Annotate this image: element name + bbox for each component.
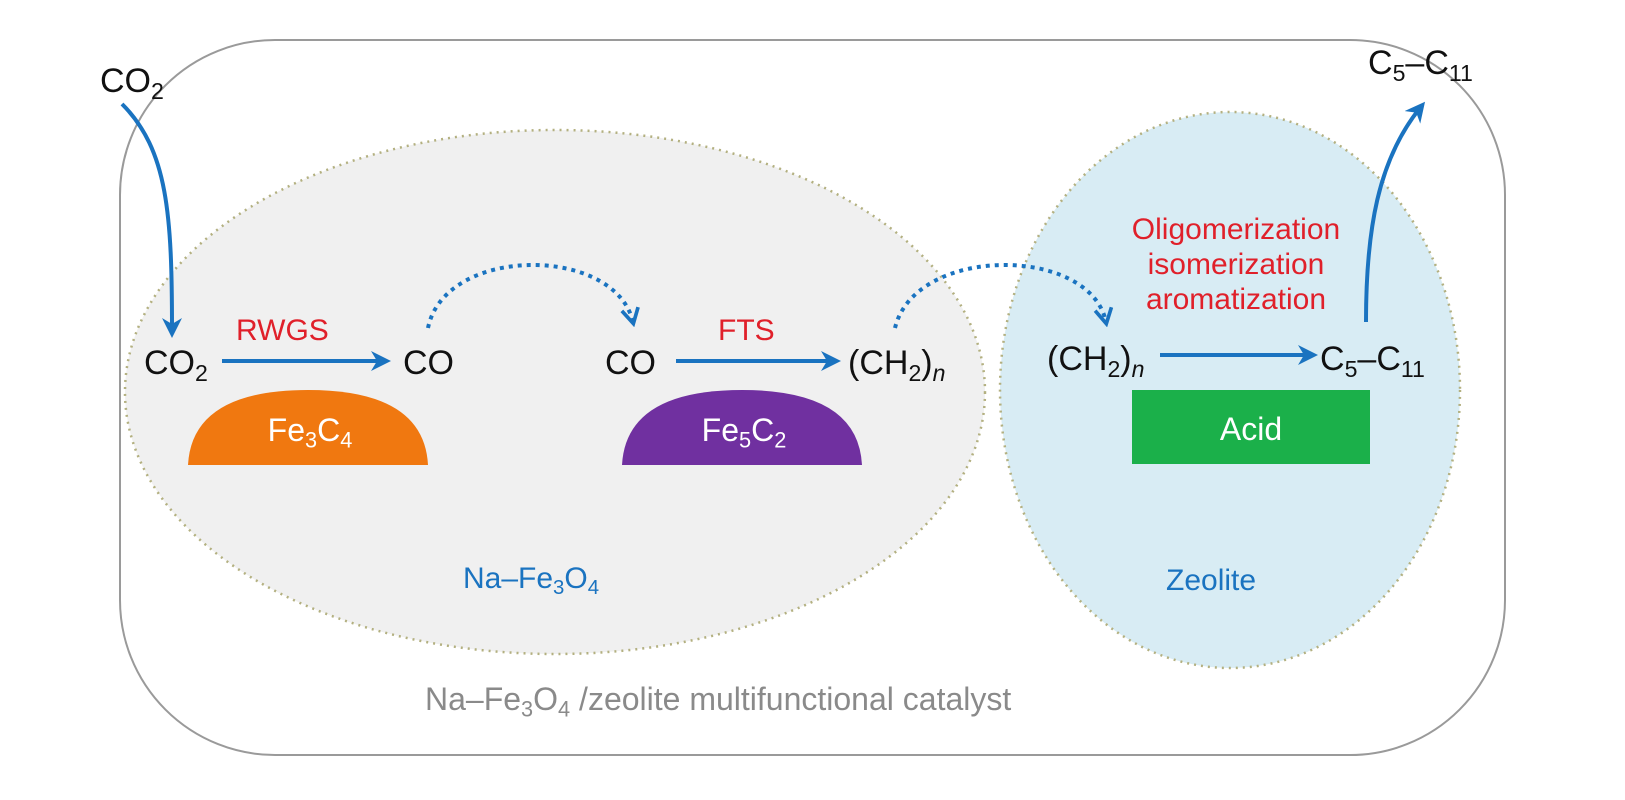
acid-site-label: Acid — [1219, 411, 1283, 447]
ch2n-label-1: (CH2)n — [848, 344, 946, 386]
zeolite-reactions-label: Oligomerization isomerization aromatizat… — [1132, 213, 1340, 317]
fe5c2-site-label: Fe5C2 — [701, 412, 787, 453]
zeolite-reaction-oligomerization: Oligomerization — [1131, 213, 1341, 246]
c5-c11-zeolite-label: C5–C11 — [1320, 340, 1425, 382]
na-fe3o4-support-label: Na–Fe3O4 — [463, 562, 600, 600]
product-exit-arrow — [1364, 101, 1426, 323]
catalyst-caption: Na–Fe3O4 /zeolite multifunctional cataly… — [425, 681, 1012, 722]
ch2n-label-2: (CH2)n — [1047, 340, 1145, 382]
co-transfer-arrow — [426, 263, 633, 329]
zeolite-reaction-isomerization: isomerization — [1147, 247, 1325, 281]
fe3c4-site-shape — [188, 390, 428, 465]
fe5c2-site-shape — [622, 390, 862, 465]
zeolite-support-label: Zeolite — [1166, 564, 1257, 597]
co-label-2: CO — [605, 344, 656, 382]
co2-feed-label: CO2 — [100, 62, 164, 104]
co2-surface-label: CO2 — [144, 344, 208, 386]
fts-label: FTS — [718, 314, 775, 347]
co2-feed-arrow — [120, 102, 182, 338]
acid-site-box — [1132, 390, 1370, 464]
na-fe3o4-region — [123, 128, 987, 656]
rwgs-label: RWGS — [236, 314, 329, 347]
zeolite-reaction-aromatization: aromatization — [1145, 282, 1327, 316]
co-label-1: CO — [403, 344, 454, 382]
fe3c4-site-label: Fe3C4 — [267, 412, 353, 453]
c5-c11-product-label: C5–C11 — [1368, 44, 1473, 86]
